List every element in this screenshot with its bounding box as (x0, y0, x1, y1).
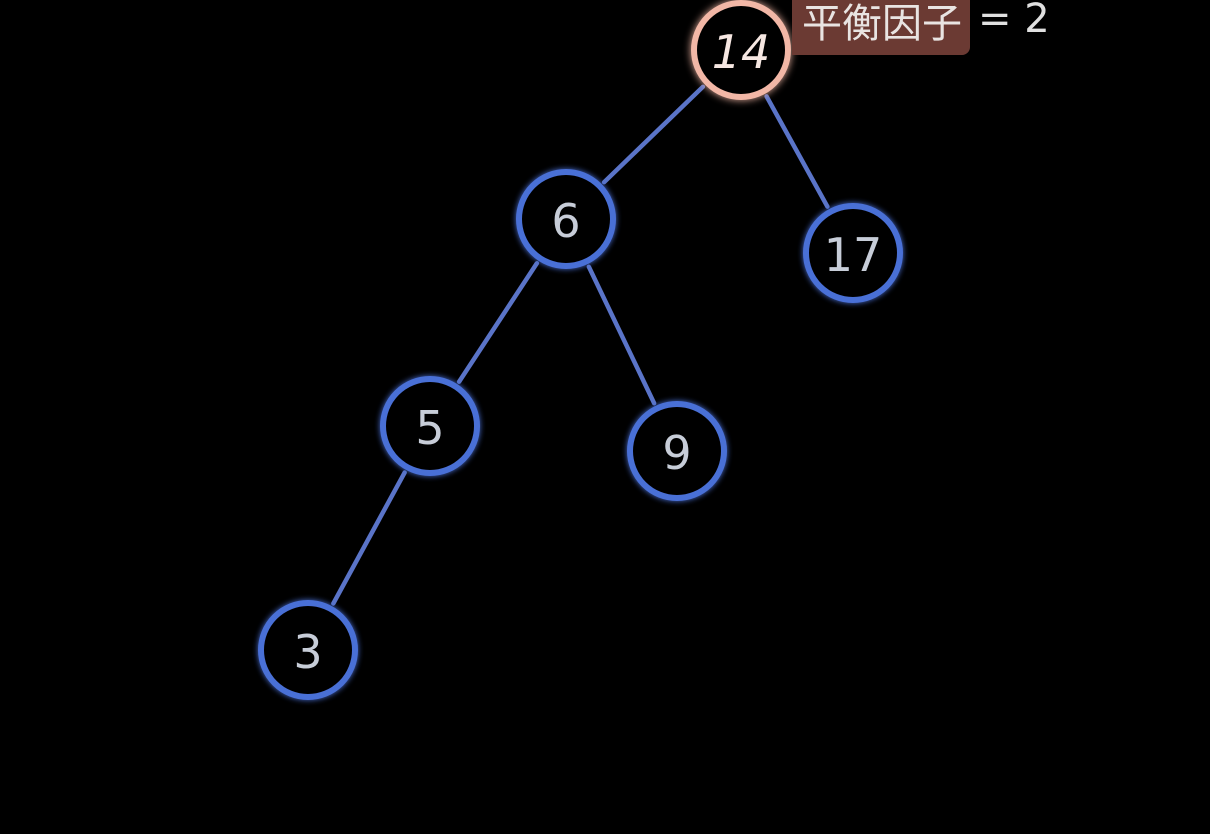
balance-factor-label: 平衡因子 (792, 0, 970, 55)
balance-factor-annotation: 平衡因子 = 2 (792, 0, 1050, 62)
tree-nodes: 14 6 17 5 9 3 (258, 0, 903, 700)
tree-node-14: 14 (691, 0, 791, 100)
tree-edge-n5-n3 (331, 470, 407, 606)
tree-edge-n6-n9 (586, 264, 657, 406)
tree-node-circle (627, 401, 727, 501)
tree-node-label: 5 (415, 401, 444, 455)
tree-edge-n14-n17 (764, 94, 830, 209)
tree-node-label: 17 (824, 228, 883, 282)
tree-node-9: 9 (627, 401, 727, 501)
tree-node-17: 17 (803, 203, 903, 303)
tree-edges (331, 84, 830, 606)
tree-node-3: 3 (258, 600, 358, 700)
balance-factor-value: = 2 (978, 0, 1050, 42)
tree-node-5: 5 (380, 376, 480, 476)
tree-node-6: 6 (516, 169, 616, 269)
tree-node-label: 9 (662, 426, 691, 480)
tree-edge-n14-n6 (601, 84, 706, 185)
tree-node-circle (803, 203, 903, 303)
tree-node-circle (516, 169, 616, 269)
tree-node-circle (258, 600, 358, 700)
tree-node-circle (691, 0, 791, 100)
tree-node-label: 6 (551, 194, 580, 248)
tree-node-circle (380, 376, 480, 476)
tree-node-label: 3 (293, 625, 322, 679)
tree-node-label: 14 (712, 25, 771, 79)
tree-edge-n6-n5 (456, 261, 540, 384)
